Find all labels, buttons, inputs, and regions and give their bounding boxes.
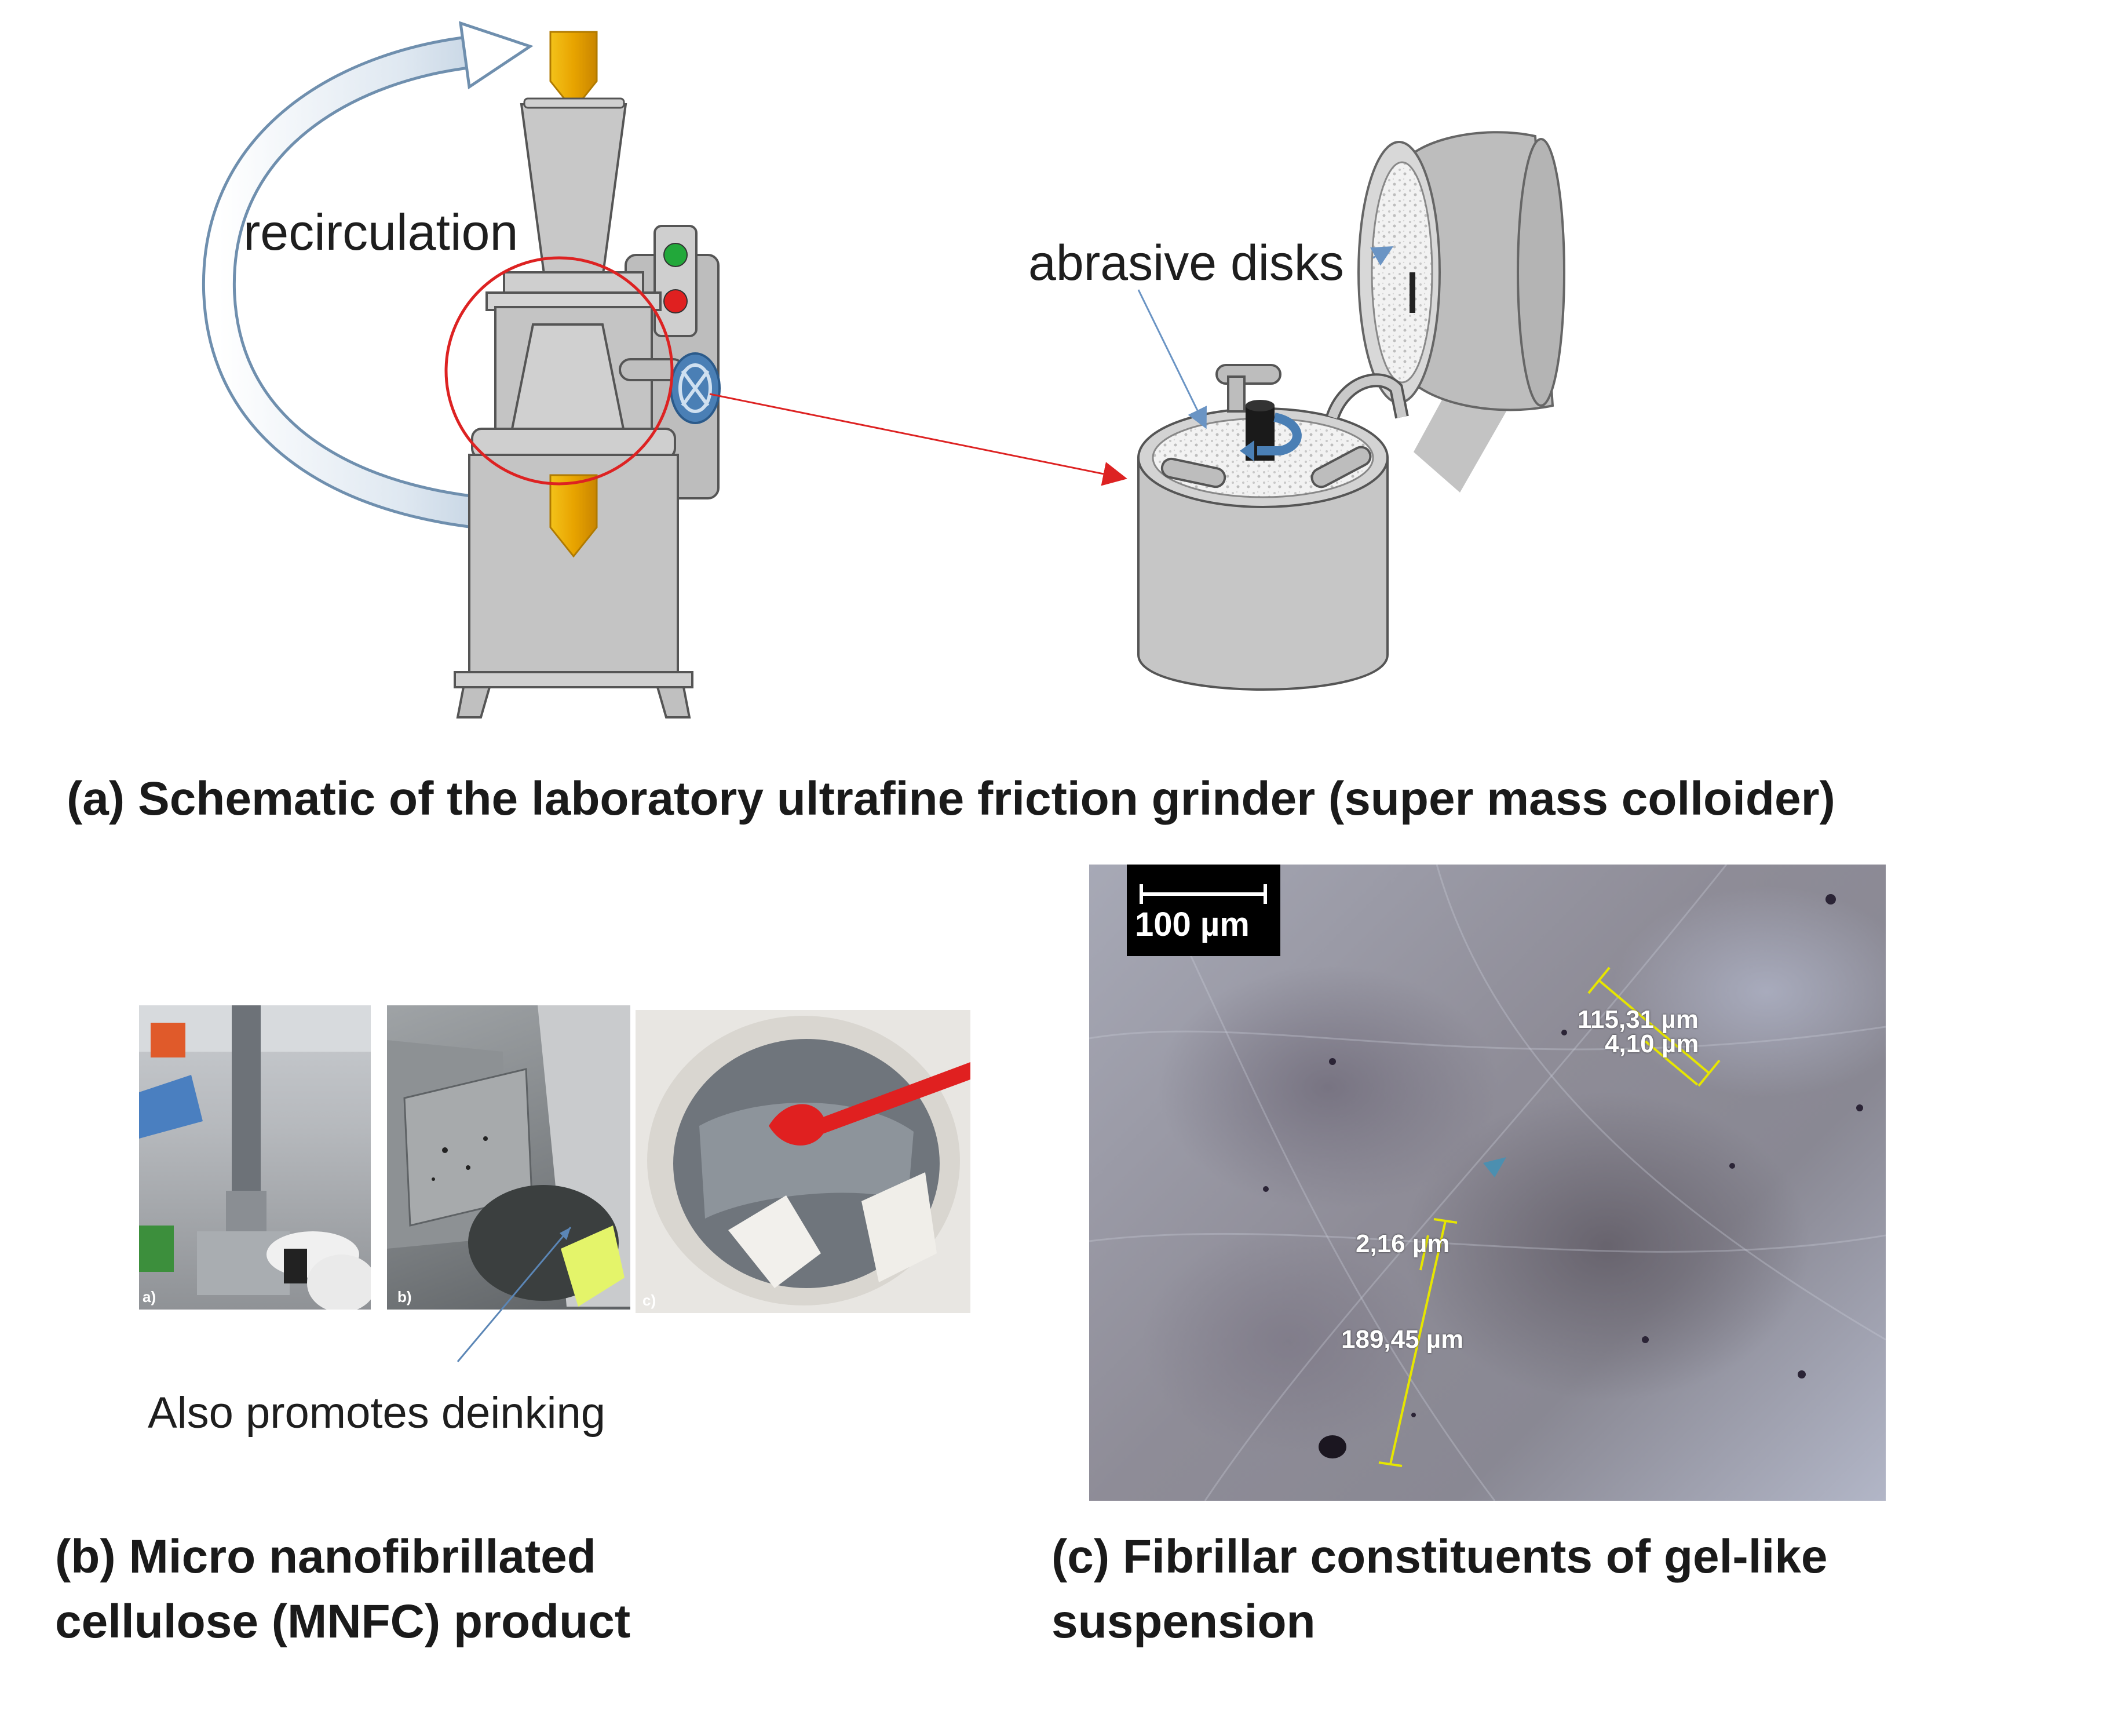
rotation-arrow-icon	[1257, 413, 1302, 455]
micrograph-image: 100 µm 115,31 µm 4,10 µm 2,16 µm 189,45 …	[1089, 865, 1886, 1501]
abrasive-leader-upper	[1370, 246, 1394, 266]
schematic-caption: (a) Schematic of the laboratory ultrafin…	[67, 772, 1835, 825]
red-indicator-icon	[663, 289, 688, 313]
micrograph-caption-line2: suspension	[1051, 1595, 1316, 1648]
recirculation-label: recirculation	[243, 203, 519, 261]
micrograph-caption-line1: (c) Fibrillar constituents of gel-like	[1051, 1530, 1828, 1583]
photo-tag-b: b)	[397, 1288, 412, 1305]
photo-tag-c: c)	[642, 1292, 656, 1309]
measurement-label-2: 4,10 µm	[1605, 1030, 1699, 1058]
bottom-feed-arrow	[549, 474, 598, 558]
photo-a-grinder-setup: a)	[139, 1005, 371, 1310]
measurement-label-3: 2,16 µm	[1356, 1230, 1450, 1258]
grinding-chamber-highlight	[444, 256, 674, 486]
scale-bar-box: 100 µm	[1127, 865, 1280, 956]
abrasive-disks-label: abrasive disks	[1028, 235, 1344, 291]
photo-c-mnfc-gel: c)	[636, 1010, 970, 1313]
grinding-chamber-detail	[1137, 131, 1565, 691]
measurement-label-4: 189,45 µm	[1341, 1325, 1464, 1354]
zoom-pointer-arrow	[709, 393, 1127, 486]
measurement-lines	[1378, 967, 1721, 1467]
deinking-note: Also promotes deinking	[148, 1388, 605, 1438]
recirculation-arrow	[202, 21, 534, 533]
product-caption-line2: cellulose (MNFC) product	[55, 1595, 631, 1648]
measurement-label-1: 115,31 µm	[1578, 1005, 1699, 1034]
green-indicator-icon	[663, 243, 688, 267]
abrasive-leader-lower	[1137, 289, 1207, 429]
photo-b-mnfc-collection: b)	[387, 1005, 630, 1310]
product-caption-line1: (b) Micro nanofibrillated	[55, 1530, 596, 1583]
photo-tag-a: a)	[143, 1288, 156, 1305]
upper-abrasive-disk	[1371, 161, 1433, 384]
scale-bar-label: 100 µm	[1135, 906, 1250, 943]
top-feed-arrow	[549, 31, 598, 112]
grinder-schematic	[202, 21, 1565, 719]
